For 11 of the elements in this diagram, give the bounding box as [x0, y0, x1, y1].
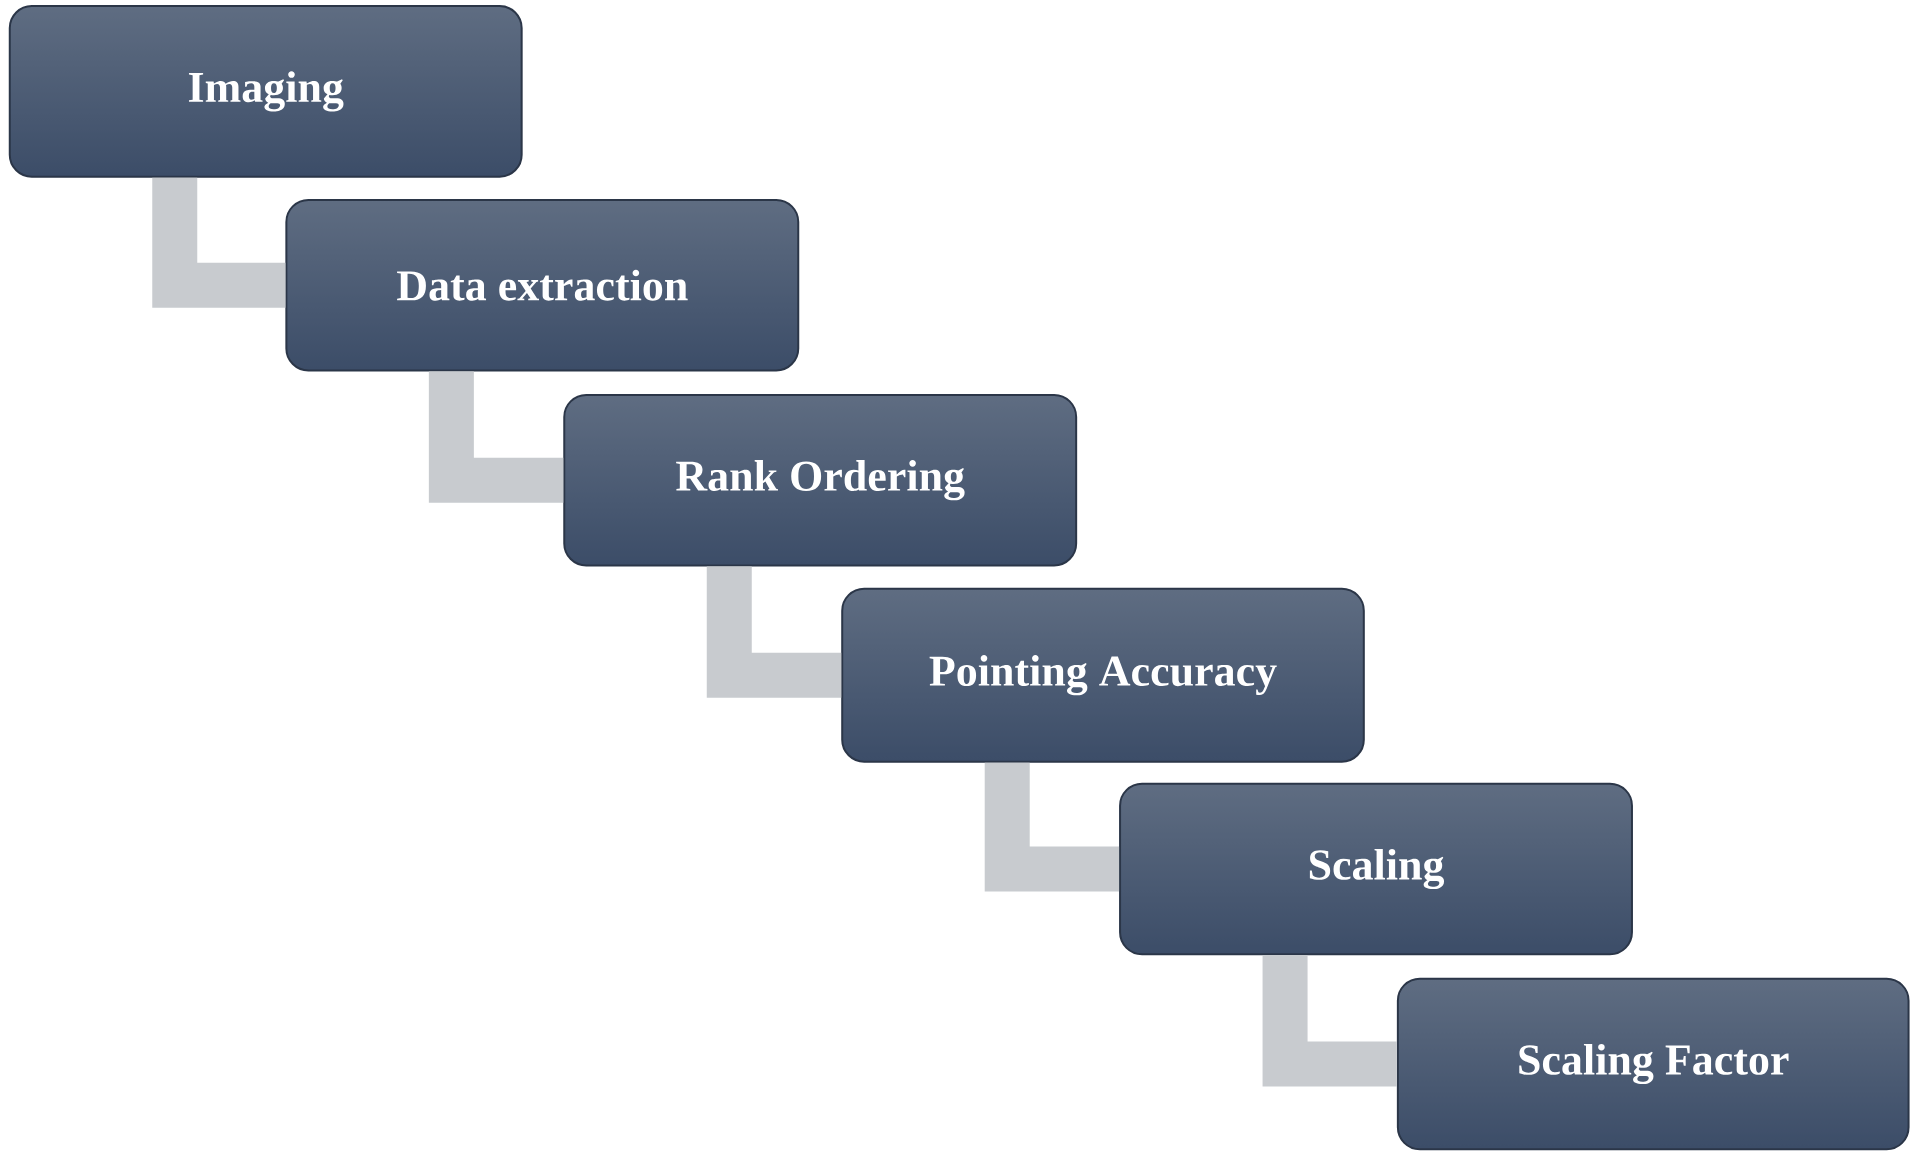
process-box: Data extraction: [285, 198, 800, 372]
connector: [428, 371, 564, 503]
connector: [152, 177, 286, 308]
process-box: Pointing Accuracy: [841, 587, 1365, 763]
process-box: Imaging: [8, 5, 523, 178]
process-box: Scaling: [1119, 782, 1633, 956]
connector: [1262, 955, 1397, 1087]
process-box: Scaling Factor: [1396, 977, 1910, 1151]
connector: [706, 566, 842, 698]
process-box: Rank Ordering: [563, 393, 1078, 567]
connector: [984, 762, 1120, 892]
